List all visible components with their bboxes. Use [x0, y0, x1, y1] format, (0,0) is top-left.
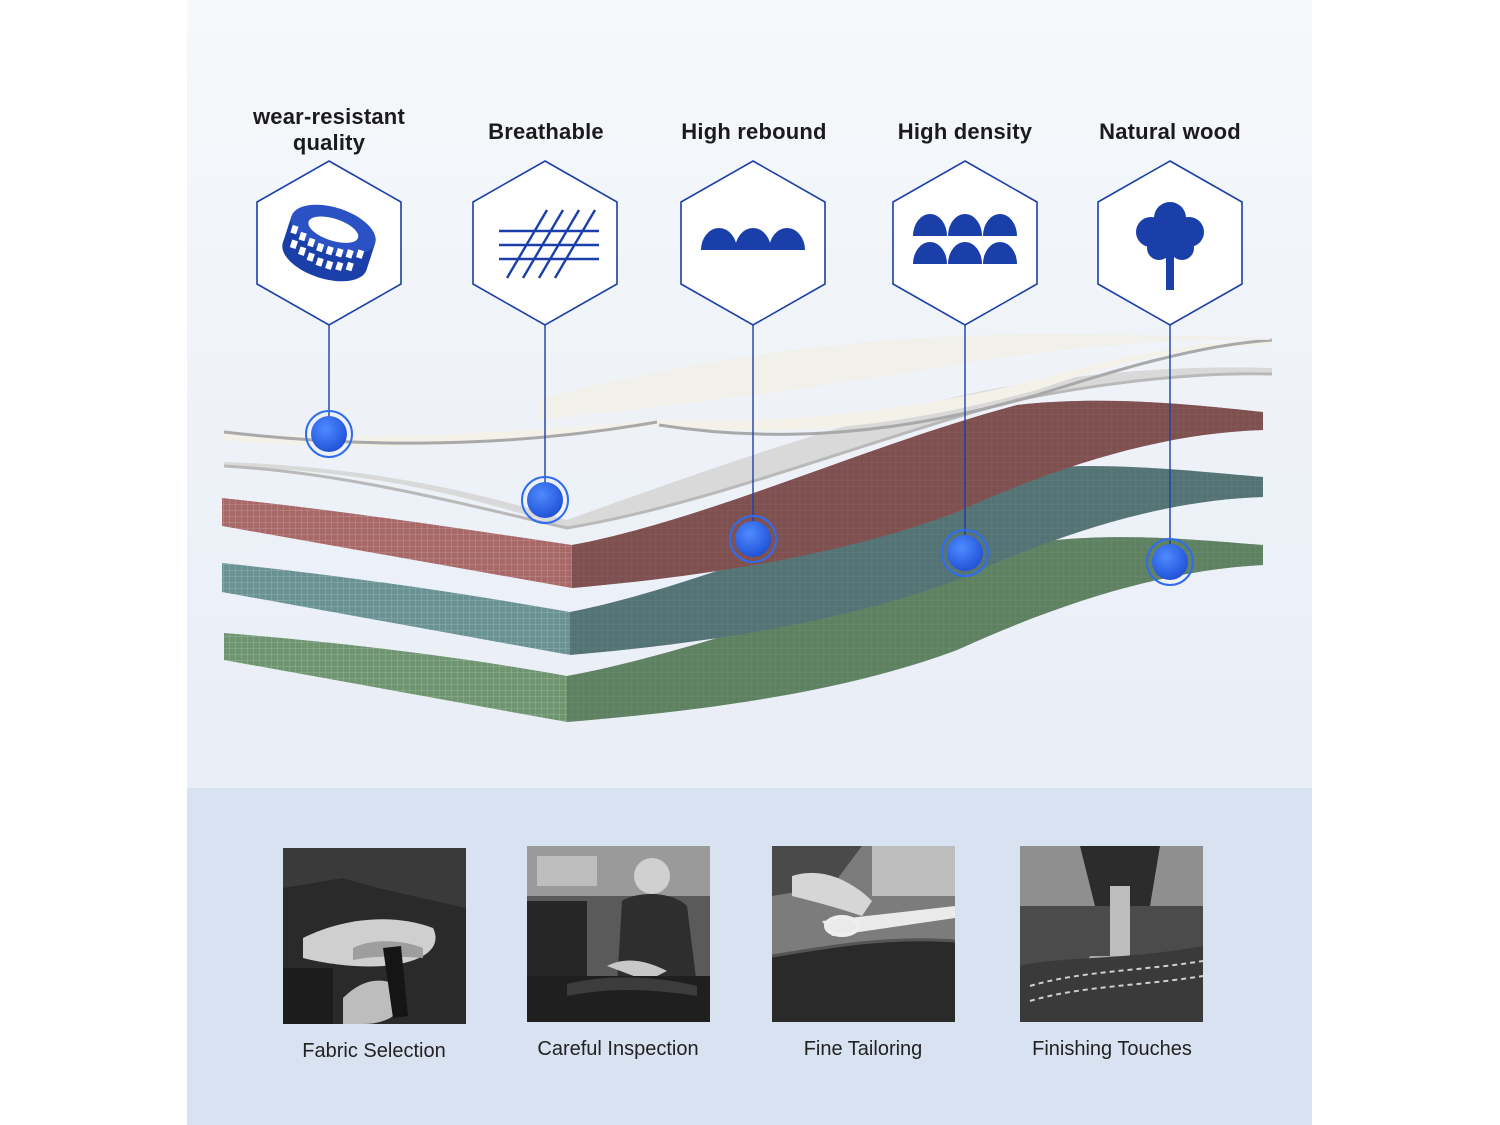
teal-foam-layer — [222, 466, 1263, 655]
feature-label-breathable: Breathable — [488, 119, 604, 144]
cream-cover-layer — [223, 334, 1273, 447]
hands-holding-fabric-photo — [283, 848, 466, 1024]
green-foam-layer — [224, 537, 1263, 722]
tire-icon — [282, 204, 376, 282]
feature-label-high-density: High density — [897, 119, 1033, 144]
layer-illustration — [222, 160, 1273, 722]
worker-inspecting-photo — [527, 846, 710, 1022]
caption-fine-tailoring: Fine Tailoring — [803, 1038, 923, 1060]
layer-indicator-dots — [305, 410, 1194, 586]
feature-label-natural-wood: Natural wood — [1099, 119, 1241, 144]
layer-diagram-area: wear-resistant quality Breathable High r… — [187, 0, 1312, 788]
grey-lining-layer — [223, 367, 1273, 530]
foam-bumps-icon — [701, 228, 805, 250]
dense-foam-icon — [913, 214, 1017, 264]
scissors-cutting-photo — [772, 846, 955, 1022]
caption-finishing-touches: Finishing Touches — [1032, 1038, 1192, 1060]
connector-lines — [328, 325, 1171, 562]
caption-fabric-selection: Fabric Selection — [302, 1040, 446, 1062]
feature-label-high-rebound: High rebound — [681, 119, 827, 144]
caption-careful-inspection: Careful Inspection — [537, 1038, 699, 1060]
hexagon-breathable — [472, 160, 618, 326]
sewing-machine-photo — [1020, 846, 1203, 1022]
feature-label-wear-resistant: wear-resistant quality — [253, 104, 405, 155]
tree-icon — [1136, 202, 1204, 290]
product-panel: wear-resistant quality Breathable High r… — [187, 0, 1312, 1125]
process-strip: Fabric Selection Careful Inspection — [187, 788, 1312, 1125]
mesh-grid-icon — [499, 209, 599, 279]
